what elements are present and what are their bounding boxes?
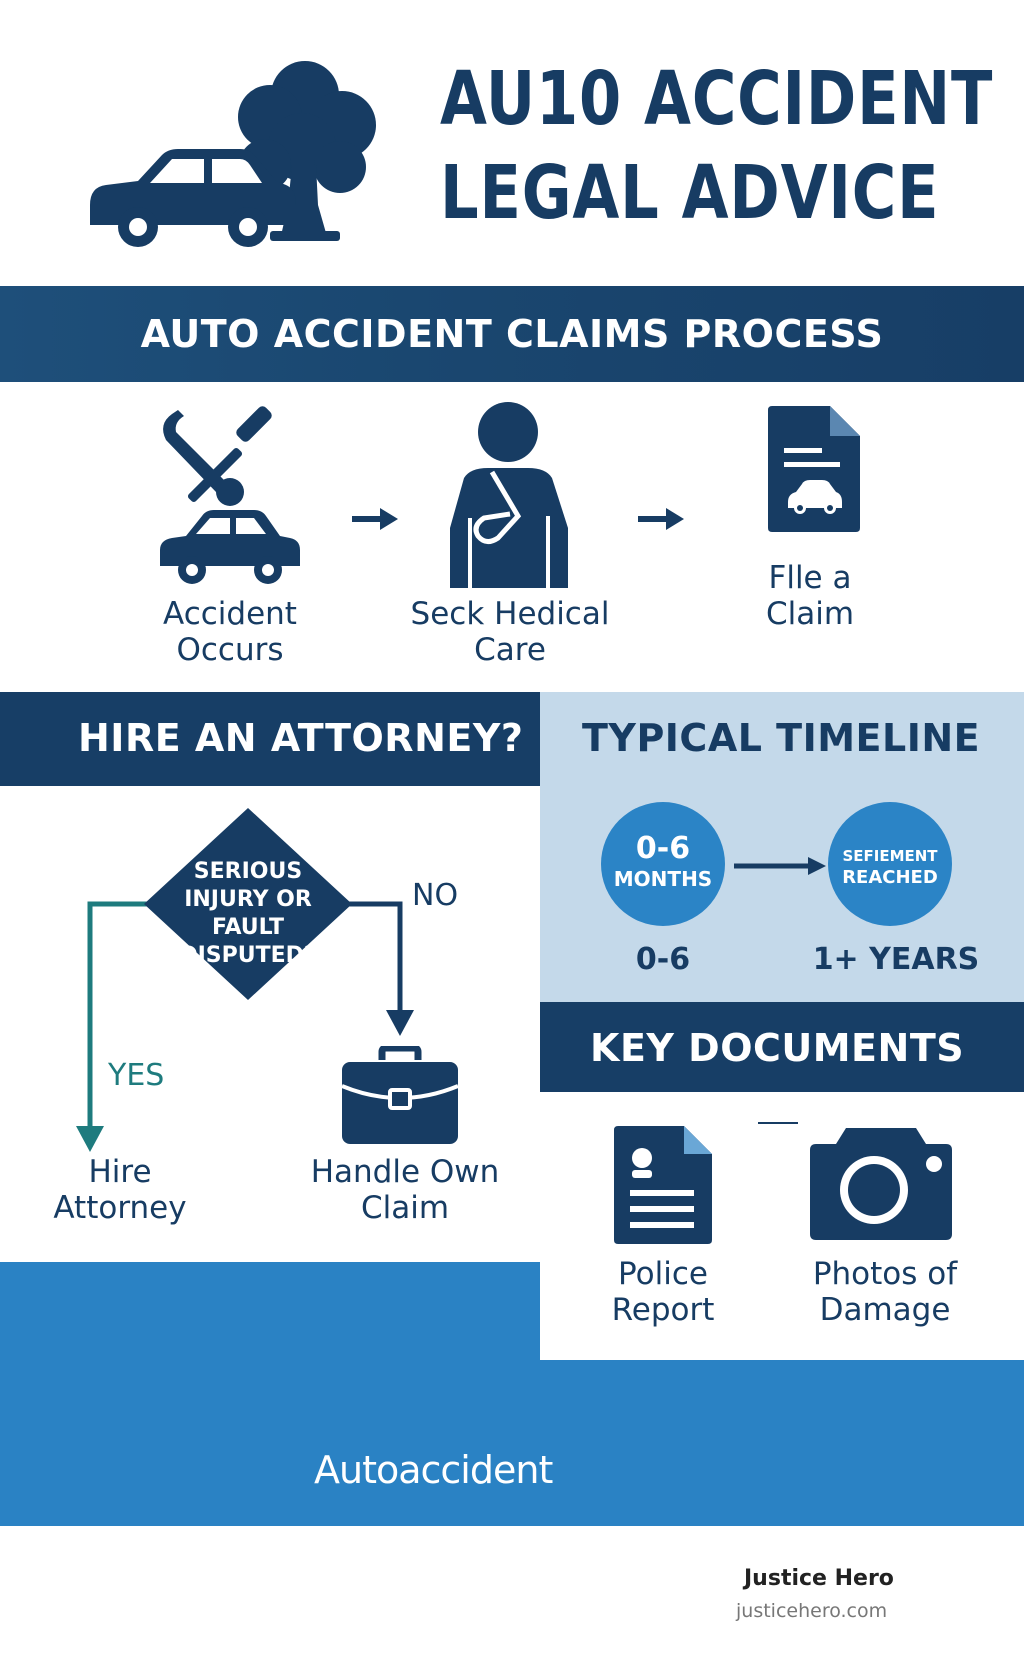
police-report-icon xyxy=(614,1126,712,1244)
question-line-2: INJURY OR xyxy=(184,887,312,912)
no-label: NO xyxy=(412,878,459,913)
no-arrowhead xyxy=(386,1010,414,1036)
title-line-1: AU10 ACCIDENT xyxy=(440,56,994,142)
claim-document-icon xyxy=(768,406,860,532)
question-line-1: SERIOUS xyxy=(193,859,303,884)
hire-line-1: Hire xyxy=(88,1154,152,1190)
doc-1-line-1: Police xyxy=(618,1256,708,1292)
bottom-blue-left xyxy=(0,1262,540,1352)
banner-text: Autoaccident xyxy=(314,1448,553,1492)
no-connector xyxy=(330,901,403,1016)
yes-connector xyxy=(87,901,150,1132)
hire-line-2: Attorney xyxy=(53,1190,187,1226)
arrow-right-icon xyxy=(638,508,684,530)
handle-line-2: Claim xyxy=(360,1190,450,1226)
divider-line xyxy=(758,1122,798,1124)
briefcase-icon xyxy=(341,1046,459,1144)
timeline-arrow-icon xyxy=(734,857,826,875)
process-band xyxy=(0,286,1024,382)
timeline-circle-end: SEFIEMENT REACHED xyxy=(828,802,952,926)
footer-url[interactable]: justicehero.com xyxy=(736,1600,888,1622)
step-1-line-2: Occurs xyxy=(176,632,284,668)
footer-brand: Justice Hero xyxy=(744,1566,894,1591)
doc-1-line-2: Report xyxy=(611,1292,715,1328)
timeline-label-end: 1+ YEARS xyxy=(812,942,980,977)
outcome-hire-attorney: Hire Attorney xyxy=(40,1154,200,1226)
circle-2-line-2: REACHED xyxy=(842,867,938,888)
attorney-header-band xyxy=(0,692,540,786)
doc-label-photos: Photos of Damage xyxy=(790,1256,980,1328)
attorney-title: HIRE AN ATTORNEY? xyxy=(78,716,524,760)
step-1-line-1: Accident xyxy=(163,596,297,632)
decision-diamond xyxy=(144,808,352,1000)
injured-person-icon xyxy=(450,402,568,588)
car-tree-logo-icon xyxy=(90,61,376,247)
timeline-circle-start: 0-6 MONTHS xyxy=(601,802,725,926)
step-2-line-2: Care xyxy=(474,632,546,668)
arrow-right-icon xyxy=(352,508,398,530)
outcome-handle-own-claim: Handle Own Claim xyxy=(300,1154,510,1226)
documents-title: KEY DOCUMENTS xyxy=(590,1026,965,1070)
circle-1-line-2: MONTHS xyxy=(613,867,713,891)
step-3-line-1: Flle a xyxy=(768,560,852,596)
timeline-label-start: 0-6 xyxy=(635,942,691,977)
step-label-medical: Seck Hedical Care xyxy=(390,596,630,668)
car-repair-icon xyxy=(160,406,300,584)
question-line-3: FAULT xyxy=(211,915,285,940)
yes-label: YES xyxy=(108,1058,165,1093)
circle-1-line-1: 0-6 xyxy=(635,831,691,866)
page-title: AU10 ACCIDENT LEGAL ADVICE xyxy=(440,52,994,240)
doc-2-line-1: Photos of xyxy=(812,1256,958,1292)
circle-2-line-1: SEFIEMENT xyxy=(842,847,938,865)
yes-arrowhead xyxy=(76,1126,104,1152)
documents-header-band xyxy=(540,1002,1024,1092)
handle-line-1: Handle Own xyxy=(310,1154,500,1190)
step-label-claim: Flle a Claim xyxy=(720,560,900,632)
bottom-banner xyxy=(0,1352,1024,1526)
process-title: AUTO ACCIDENT CLAIMS PROCESS xyxy=(140,312,884,356)
step-label-accident: Accident Occurs xyxy=(130,596,330,668)
question-line-4: DISPUTED? xyxy=(179,943,317,968)
camera-icon xyxy=(810,1128,952,1240)
step-3-line-2: Claim xyxy=(765,596,855,632)
timeline-title: TYPICAL TIMELINE xyxy=(582,716,981,760)
decision-flowchart xyxy=(76,808,414,1152)
decision-question: SERIOUS INJURY OR FAULT DISPUTED? xyxy=(168,858,328,970)
step-2-line-1: Seck Hedical xyxy=(410,596,610,632)
title-line-2: LEGAL ADVICE xyxy=(440,150,940,236)
doc-2-line-2: Damage xyxy=(819,1292,951,1328)
doc-label-police-report: Police Report xyxy=(583,1256,743,1328)
